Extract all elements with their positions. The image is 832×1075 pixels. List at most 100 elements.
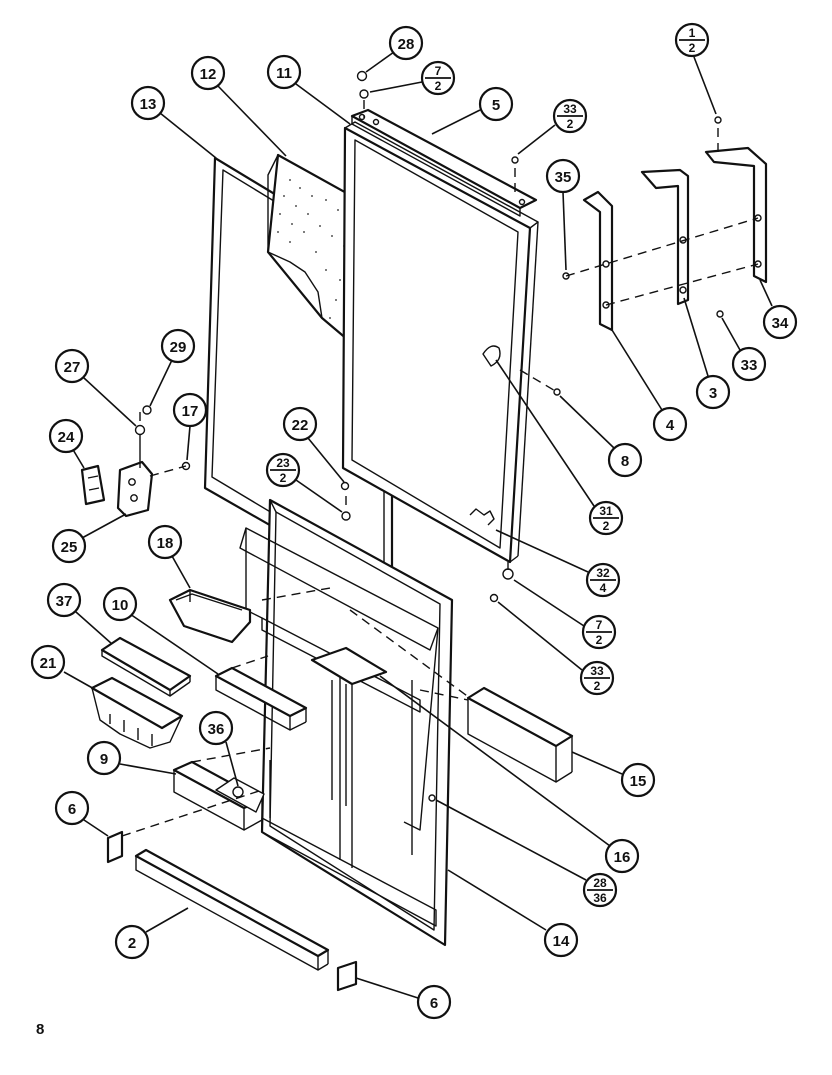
callout-18: 18 [147,524,191,589]
callout-33-over-2-top: 33 2 [517,98,588,155]
svg-text:2: 2 [603,519,610,533]
callout-37: 37 [46,582,113,645]
svg-text:10: 10 [112,597,129,614]
bottom-trim [134,848,330,971]
svg-text:8: 8 [621,453,629,470]
callout-14: 14 [447,869,579,958]
svg-text:34: 34 [772,315,789,332]
svg-text:14: 14 [553,933,570,950]
svg-text:7: 7 [435,64,442,78]
callout-2: 2 [114,907,189,960]
svg-text:18: 18 [157,535,174,552]
svg-text:3: 3 [709,385,717,402]
svg-text:35: 35 [555,169,572,186]
callout-34: 34 [759,279,798,340]
callout-4: 4 [611,329,688,442]
callout-12: 12 [190,55,287,157]
dairy-door [100,636,192,697]
callout-6-left: 6 [54,790,109,837]
svg-text:29: 29 [170,339,187,356]
svg-text:12: 12 [200,66,217,83]
svg-text:33: 33 [563,102,577,116]
svg-text:31: 31 [599,504,613,518]
callout-28-top: 28 [365,25,424,73]
svg-text:23: 23 [276,456,290,470]
svg-text:33: 33 [590,664,604,678]
svg-text:4: 4 [666,417,675,434]
svg-text:16: 16 [614,849,631,866]
right-hinge-brackets [582,146,768,332]
callout-16: 16 [379,675,640,874]
svg-text:2: 2 [689,41,696,55]
callout-24: 24 [48,418,85,469]
callout-29: 29 [149,328,196,407]
callouts: 13 12 11 28 7 2 5 [30,22,798,1020]
svg-text:36: 36 [593,891,607,905]
callout-22: 22 [282,406,345,483]
svg-text:9: 9 [100,751,108,768]
svg-text:36: 36 [208,721,225,738]
callout-33-over-2-lower: 33 2 [497,601,615,696]
svg-text:2: 2 [594,679,601,693]
svg-text:2: 2 [567,117,574,131]
callout-15: 15 [571,751,656,798]
svg-text:5: 5 [492,97,500,114]
svg-text:28: 28 [593,876,607,890]
svg-text:11: 11 [276,65,292,82]
callout-11: 11 [266,54,351,125]
door-liner-frame [341,121,539,564]
svg-text:13: 13 [140,96,157,113]
callout-10: 10 [102,586,219,675]
svg-text:7: 7 [596,618,603,632]
svg-text:15: 15 [630,773,647,790]
end-caps [106,830,358,992]
svg-text:2: 2 [435,79,442,93]
ice-bin [168,588,252,644]
svg-text:2: 2 [596,633,603,647]
svg-text:1: 1 [689,26,696,40]
callout-21: 21 [30,644,97,691]
bin-bracket [215,777,265,813]
svg-text:24: 24 [58,429,75,446]
svg-text:4: 4 [600,581,607,595]
left-hinge-assembly [80,405,191,518]
callout-35: 35 [545,158,581,271]
callout-17: 17 [172,392,208,461]
svg-text:22: 22 [292,417,309,434]
door-shelf-bar [214,666,308,731]
callout-31-over-2: 31 2 [495,359,624,536]
svg-text:37: 37 [56,593,73,610]
callout-7-over-2-top: 7 2 [369,60,456,96]
svg-text:17: 17 [182,403,199,420]
assembly-lines [121,100,759,837]
svg-text:25: 25 [61,539,78,556]
svg-text:6: 6 [68,801,76,818]
callout-25: 25 [51,513,127,564]
svg-text:6: 6 [430,995,438,1012]
svg-text:2: 2 [128,935,136,952]
callout-27: 27 [54,348,137,427]
callout-6-right: 6 [355,977,452,1020]
svg-text:21: 21 [40,655,57,672]
callout-13: 13 [130,85,217,159]
svg-text:2: 2 [280,471,287,485]
svg-text:33: 33 [741,357,758,374]
callout-3: 3 [683,297,731,410]
storage-bin-21 [90,676,184,749]
top-door-strip [350,108,538,217]
callout-7-over-2-lower: 7 2 [513,579,617,650]
callout-33: 33 [721,317,767,382]
callout-1-over-2: 1 2 [674,22,717,115]
svg-text:28: 28 [398,36,415,53]
right-door-shelf [466,686,574,783]
callout-5: 5 [431,86,514,135]
fasteners [340,70,724,802]
callout-23-over-2: 23 2 [265,452,343,513]
callout-32-over-4: 32 4 [495,529,621,598]
callout-9: 9 [86,740,177,776]
callout-8: 8 [559,395,643,478]
svg-text:32: 32 [596,566,610,580]
callout-36: 36 [198,710,239,787]
page-number: 8 [36,1021,44,1038]
